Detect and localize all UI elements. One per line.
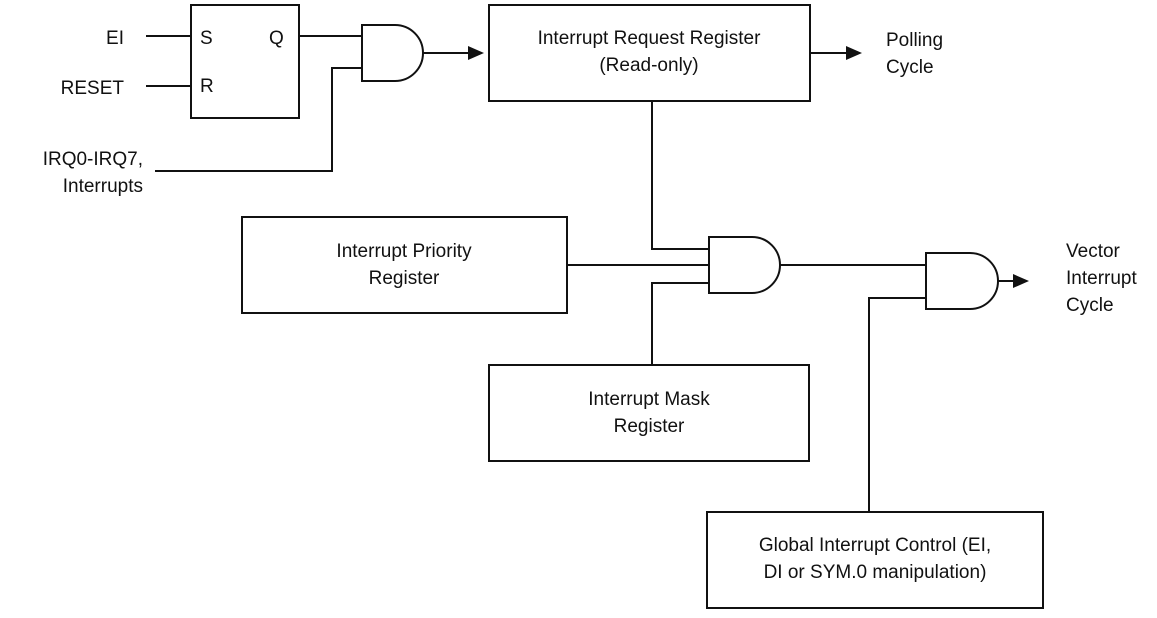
global-interrupt-control-box xyxy=(706,511,1044,609)
vector-arrow-icon xyxy=(1013,274,1029,288)
reset-input-label: RESET xyxy=(61,78,125,99)
request-to-gate2-wire xyxy=(651,101,709,250)
mask-register-line2: Register xyxy=(614,416,685,437)
mask-to-gate2-wire xyxy=(651,282,709,365)
request-register-line2: (Read-only) xyxy=(599,55,698,76)
flipflop-q-label: Q xyxy=(269,28,284,49)
irq-input-label-line1: IRQ0-IRQ7, xyxy=(43,149,143,170)
flipflop-reset-label: R xyxy=(200,76,214,97)
interrupt-request-register-box xyxy=(488,4,811,102)
global-control-line1: Global Interrupt Control (EI, xyxy=(759,535,991,556)
flipflop-set-label: S xyxy=(200,28,213,49)
global-control-line2: DI or SYM.0 manipulation) xyxy=(764,562,987,583)
global-to-gate3-wire xyxy=(868,297,926,512)
priority-register-line2: Register xyxy=(369,268,440,289)
vector-label-line1: Vector xyxy=(1066,241,1121,262)
and-gate-1 xyxy=(361,24,424,82)
and-gate-2 xyxy=(708,236,781,294)
mask-register-line1: Interrupt Mask xyxy=(588,389,710,410)
vector-label-line3: Cycle xyxy=(1066,295,1114,316)
gate1-arrow-icon xyxy=(468,46,484,60)
polling-label-line1: Polling xyxy=(886,30,943,51)
vector-label-line2: Interrupt xyxy=(1066,268,1137,289)
interrupt-priority-register-box xyxy=(241,216,568,314)
polling-label-line2: Cycle xyxy=(886,57,934,78)
irq-wire xyxy=(155,67,362,172)
priority-register-line1: Interrupt Priority xyxy=(336,241,472,262)
interrupt-mask-register-box xyxy=(488,364,810,462)
and-gate-3 xyxy=(925,252,999,310)
irq-input-label-line2: Interrupts xyxy=(63,176,143,197)
ei-input-label: EI xyxy=(106,28,124,49)
polling-arrow-icon xyxy=(846,46,862,60)
sr-flipflop xyxy=(190,4,300,119)
request-register-line1: Interrupt Request Register xyxy=(538,28,762,49)
